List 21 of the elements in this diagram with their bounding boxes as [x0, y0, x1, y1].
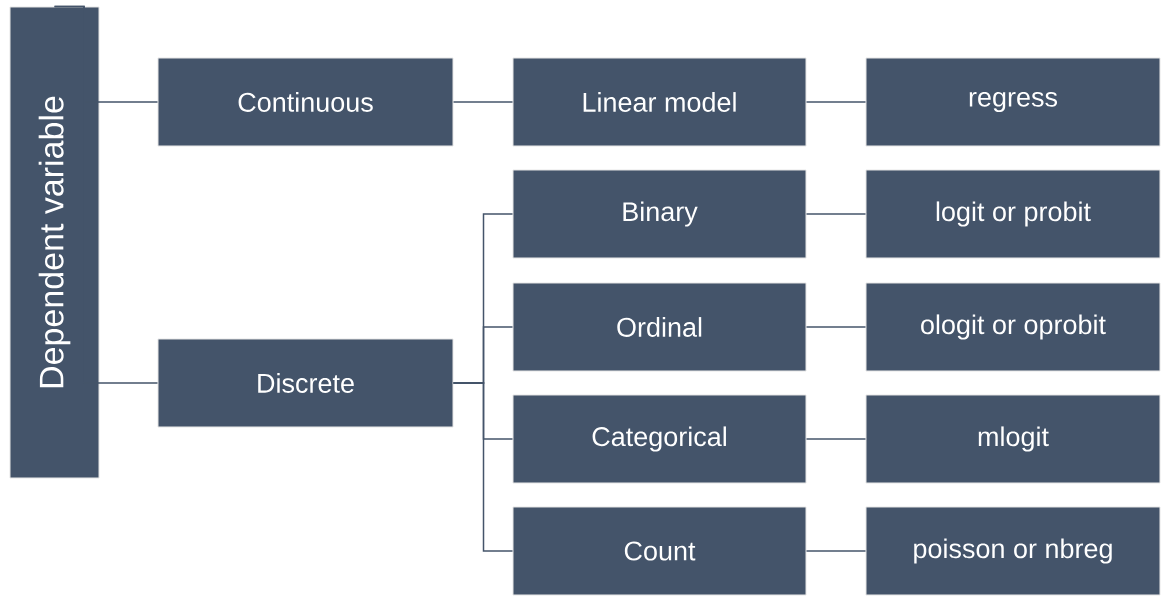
connector-line	[805, 550, 867, 552]
category-box: Discrete	[157, 338, 454, 428]
connector-line	[805, 326, 867, 328]
connector-line	[805, 438, 867, 440]
label-box: Dependent variable	[9, 6, 100, 479]
category-box: Ordinal	[512, 282, 807, 372]
category-box: logit or probit	[865, 169, 1161, 259]
category-box: regress	[865, 57, 1161, 147]
connector-line	[452, 382, 514, 552]
category-box: ologit or oprobit	[865, 282, 1161, 372]
connector-line	[805, 213, 867, 215]
category-box: poisson or nbreg	[865, 506, 1161, 596]
category-box: Count	[512, 506, 807, 596]
category-box: Binary	[512, 169, 807, 259]
category-box: Linear model	[512, 57, 807, 147]
connector-line	[53, 5, 159, 384]
connector-line	[452, 101, 514, 103]
category-box: Continuous	[157, 57, 454, 147]
category-box: Categorical	[512, 394, 807, 484]
connector-line	[805, 101, 867, 103]
category-box: mlogit	[865, 394, 1161, 484]
